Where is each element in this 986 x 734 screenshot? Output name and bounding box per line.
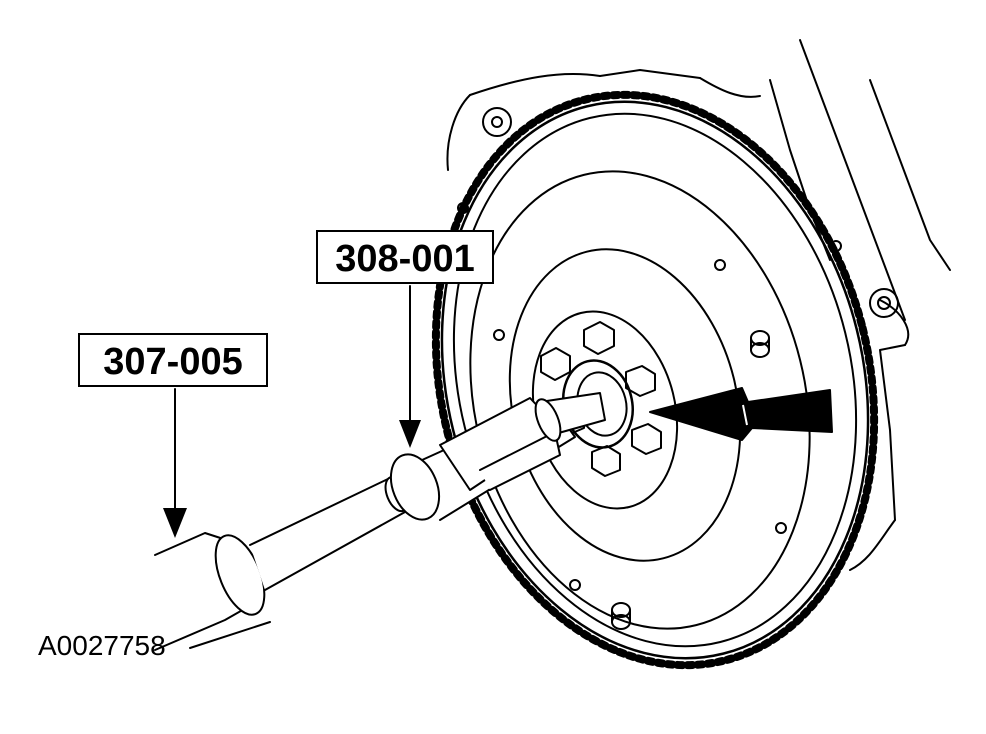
- figure-id: A0027758: [38, 630, 166, 661]
- flywheel-ring-gear: [431, 90, 879, 670]
- pointer-arrow: [649, 387, 833, 441]
- callout-308-001: 308-001: [316, 230, 494, 284]
- remover-tool-308-001: [439, 392, 606, 491]
- leader-lines: [174, 285, 411, 649]
- callout-307-005: 307-005: [78, 333, 268, 387]
- arrowhead-308: [399, 420, 421, 448]
- engine-block-outline: [446, 39, 951, 571]
- arrowhead-307: [163, 508, 187, 538]
